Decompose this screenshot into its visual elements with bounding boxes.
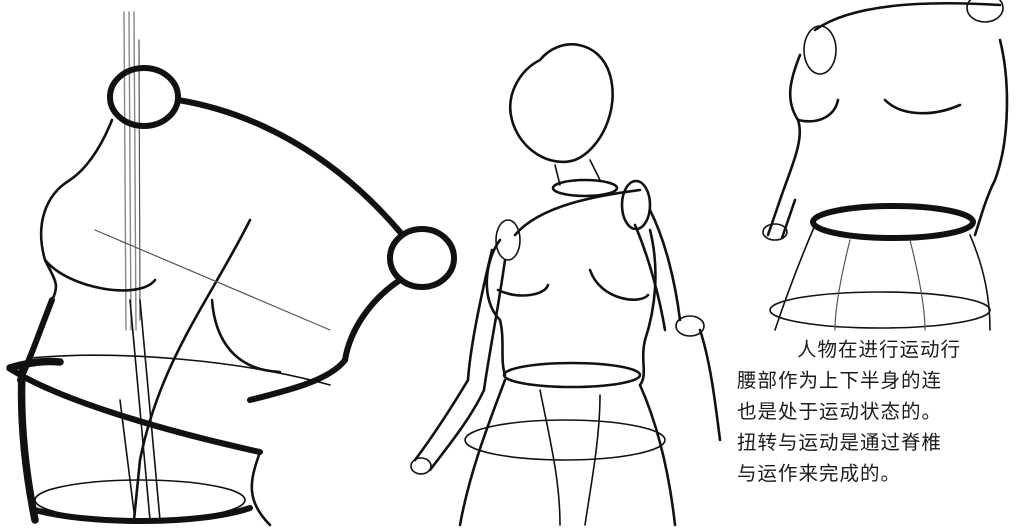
figure-right-forearm [698, 328, 722, 442]
figure-left-arm [466, 248, 507, 392]
breast-curve [210, 298, 282, 374]
crop-breasts [796, 98, 962, 123]
crop-left-shoulder [803, 25, 837, 75]
shoulder-line [175, 97, 403, 235]
figure-shoulders [513, 188, 642, 237]
figure-waist-ring [502, 361, 642, 389]
figure-breasts [496, 268, 650, 301]
cropped-torso-sketch [762, 0, 1009, 331]
crop-arm [766, 198, 797, 240]
figure-torso-left [485, 238, 507, 377]
figure-head [509, 43, 614, 164]
center-guide-lines [123, 11, 141, 331]
crop-torso-left [778, 53, 802, 202]
crop-right-shoulder [966, 0, 1004, 23]
hip-right [250, 450, 272, 527]
figure-left-shoulder [495, 219, 521, 261]
waist-band-top [6, 357, 64, 372]
neck-ring [551, 178, 619, 198]
caption-line-2: 腰部作为上下半身的连 [737, 369, 943, 392]
chest-curve [43, 258, 157, 292]
figure-right-arm [633, 208, 682, 332]
caption-line-3: 也是处于运动状态的。 [737, 400, 943, 423]
caption-line-5: 与运作来完成的。 [737, 462, 902, 485]
crop-hand [762, 223, 788, 241]
caption-text: 人物在进行运动行 腰部作为上下半身的连 也是处于运动状态的。 扭转与运动是通过脊… [737, 334, 1019, 489]
spine-hatch [119, 299, 161, 521]
torso-left-outline [39, 118, 114, 302]
waist-right [247, 357, 348, 403]
waist-band-back [29, 354, 331, 386]
hip-base [32, 505, 253, 524]
figure-pelvis-ring [464, 419, 666, 461]
torso-right-side [342, 277, 403, 363]
figure-neck [554, 159, 601, 186]
caption-line-1: 人物在进行运动行 [797, 338, 962, 361]
large-torso-sketch [6, 11, 457, 527]
figure-right-shoulder [620, 179, 652, 231]
caption-line-4: 扭转与运动是通过脊椎 [737, 431, 943, 454]
cross-line [94, 229, 331, 331]
crop-hips [774, 224, 991, 331]
figure-torso-right [638, 228, 657, 387]
spine-line [132, 218, 252, 522]
crop-shoulder [813, 1, 1002, 32]
crop-torso-right [973, 38, 1009, 237]
figure-inner-legs [539, 389, 601, 526]
left-shoulder-circle [107, 65, 181, 129]
hip-left [17, 368, 39, 524]
figure-right-elbow [675, 315, 705, 337]
crop-pelvis-ring [769, 291, 991, 329]
crop-inner [834, 239, 926, 331]
crop-waist-ring [810, 203, 976, 241]
waist-band [9, 367, 263, 455]
right-shoulder-circle [387, 226, 457, 290]
figure-pelvis [458, 378, 677, 527]
